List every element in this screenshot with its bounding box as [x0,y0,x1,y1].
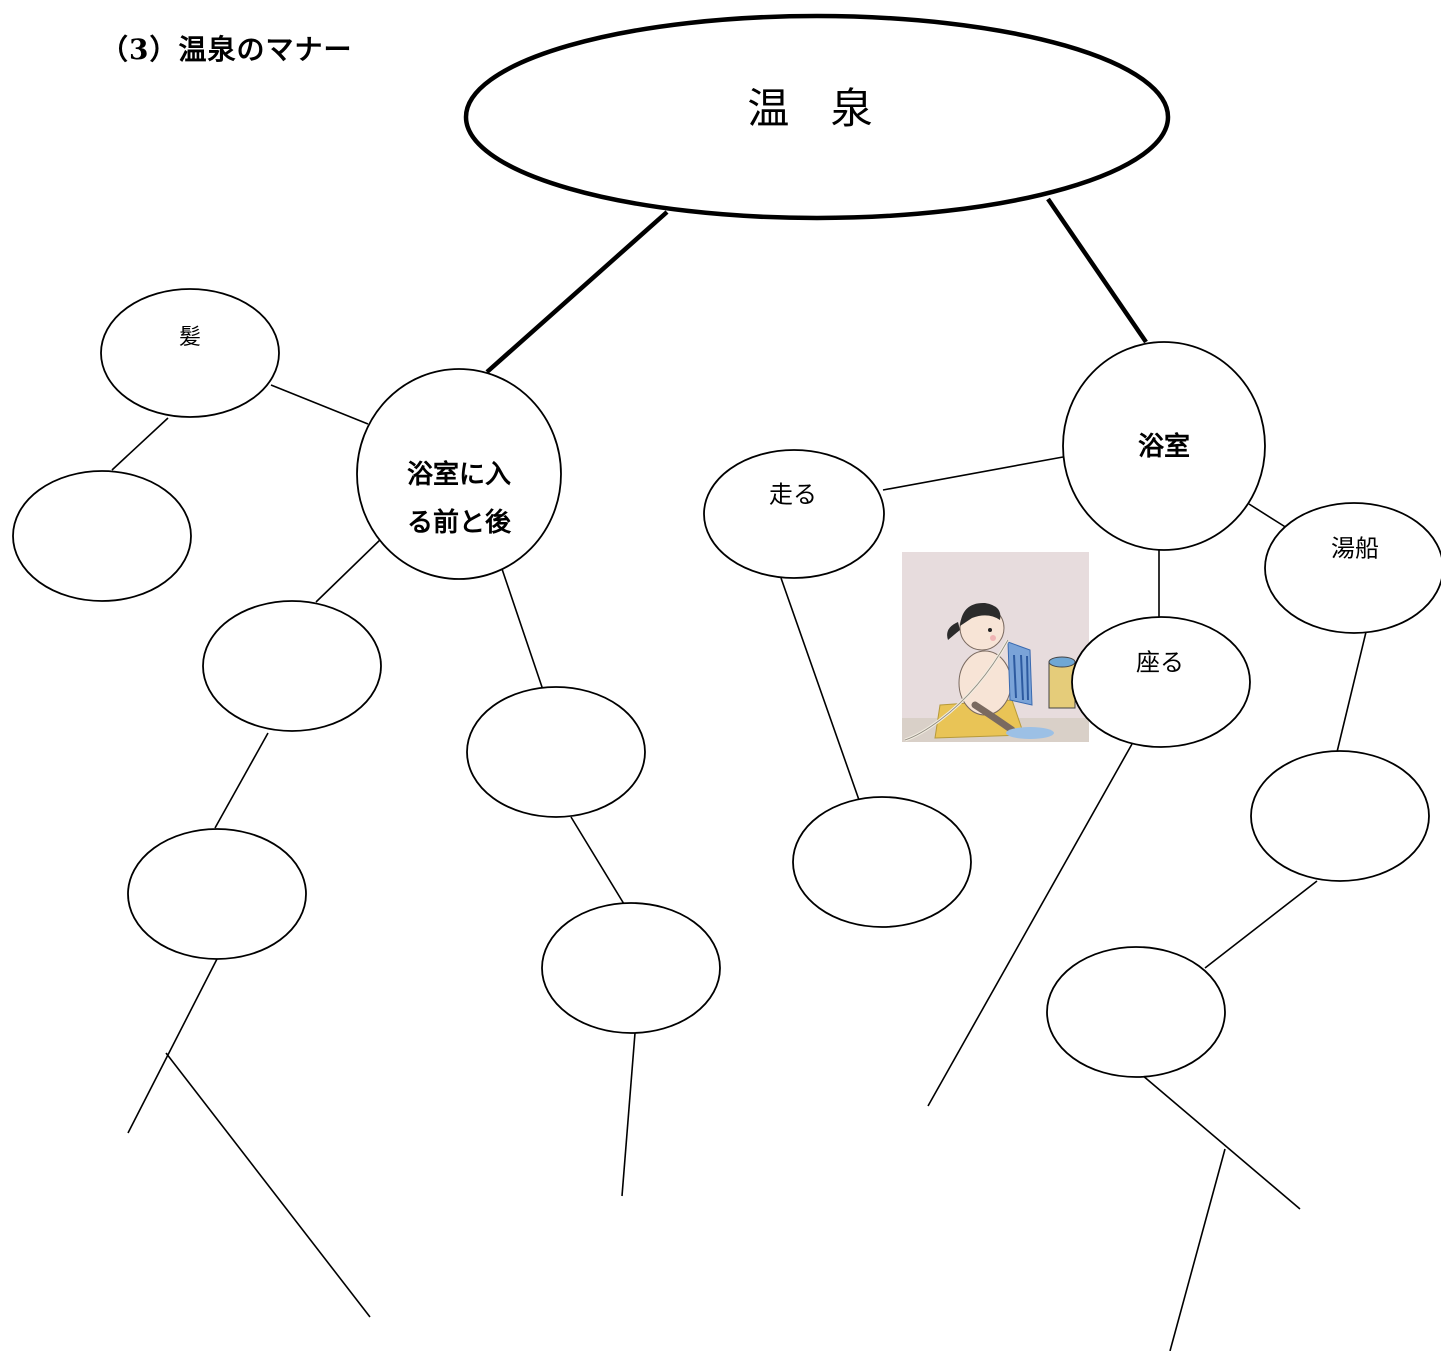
section-heading: （3）温泉のマナー [100,33,353,66]
blank-node [202,600,382,732]
blank-node [127,828,307,960]
connector-root-bathroom [1046,197,1148,344]
bathtub-node [1264,502,1441,634]
connector-blank-blank [214,732,269,829]
run-node-label: 走る [769,481,817,509]
bathroom-node [1062,341,1266,551]
sit-node-label: 座る [1136,649,1184,677]
connector-blank-blank-2 [570,816,625,905]
before-after-node-label-line2: る前と後 [407,507,512,538]
connector-blank-open [127,958,218,1134]
blank-node [466,686,646,818]
connector-blank-open-2 [621,1032,636,1197]
blank-node [1046,946,1226,1078]
sit-node [1071,616,1251,748]
child-washing-with-shower-illustration [902,552,1089,742]
connector-blank-open-3 [1141,1074,1301,1210]
connector-run-blank [780,577,860,801]
connector-root-before-after [485,210,669,374]
connector-bathroom-bathtub [1248,503,1288,529]
root-node-label: 温 泉 [747,84,886,133]
before-after-node-label-line1: 浴室に入 [407,459,511,490]
connector-bathroom-run [882,456,1064,491]
connector-blank-blank-3 [1204,880,1318,969]
connector-before-after-blank-2 [500,565,544,691]
run-node [703,449,885,579]
blank-node [1250,750,1430,882]
before-after-node [356,368,562,580]
blank-node [541,902,721,1034]
connector-open-line [165,1052,371,1318]
bathroom-node-label: 浴室 [1138,431,1190,462]
connector-hair-before-after [270,384,369,425]
connector-bathtub-blank [1336,631,1367,753]
connector-hair-blank [111,417,169,471]
connector-open-line-3 [1169,1148,1226,1351]
bathtub-node-label: 湯船 [1331,535,1379,563]
blank-node [12,470,192,602]
hair-node [100,288,280,418]
root-node [463,13,1171,221]
blank-node [792,796,972,928]
connector-sit-open [927,743,1133,1107]
connector-before-after-blank [315,537,383,603]
hair-node-label: 髪 [179,325,201,350]
